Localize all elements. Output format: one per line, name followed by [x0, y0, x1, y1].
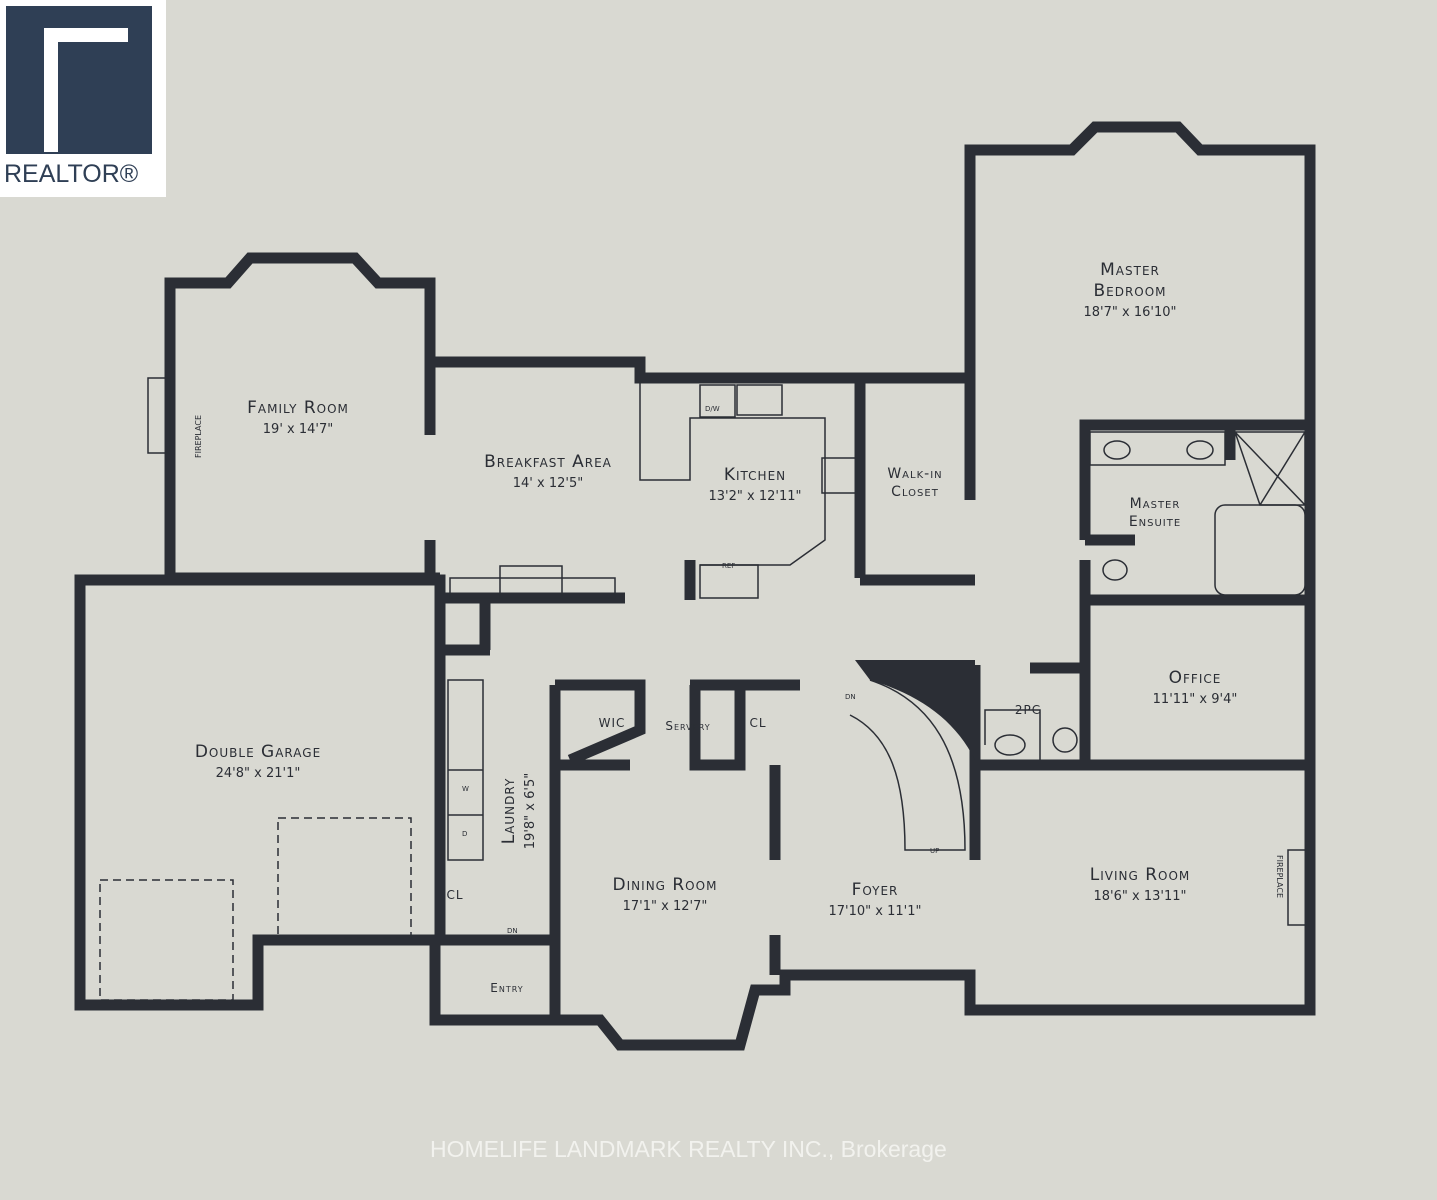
- room-master-ensuite: Master Ensuite: [1128, 496, 1182, 530]
- exterior-wall: [74, 121, 1316, 1051]
- staircase: [849, 679, 966, 851]
- label-entry: Entry: [490, 981, 524, 995]
- room-walk-in-closet: Walk-in Closet: [887, 466, 943, 500]
- dining-top-wall: [555, 679, 646, 766]
- label-cl-laundry: CL: [446, 888, 464, 902]
- label-fireplace-family: FIREPLACE: [194, 414, 203, 458]
- label-cl: CL: [749, 716, 767, 730]
- label-up-stair: UP: [930, 847, 940, 855]
- label-dishwasher: D/W: [705, 405, 720, 413]
- label-fireplace-living: FIREPLACE: [1275, 855, 1284, 899]
- label-dryer: D: [462, 830, 468, 838]
- twopc-walls: [1030, 655, 1091, 674]
- label-2pc: 2PC: [1014, 703, 1042, 717]
- windows: [79, 126, 1235, 1046]
- walls: [74, 121, 1316, 1051]
- label-fridge: REF: [722, 562, 736, 570]
- label-servery: Servery: [665, 719, 711, 733]
- label-down-stair: DN: [845, 693, 856, 701]
- staircase-block: [855, 660, 975, 760]
- realtor-logo-mark: [6, 6, 152, 154]
- brokerage-watermark: HOMELIFE LANDMARK REALTY INC., Brokerage: [430, 1136, 947, 1162]
- label-washer: W: [462, 785, 469, 793]
- realtor-logo-text: REALTOR®: [4, 160, 139, 188]
- realtor-logo: REALTOR®: [0, 0, 166, 197]
- fixtures: [99, 377, 1309, 1001]
- label-down-entry: DN: [507, 927, 518, 935]
- label-wic: WIC: [598, 716, 626, 730]
